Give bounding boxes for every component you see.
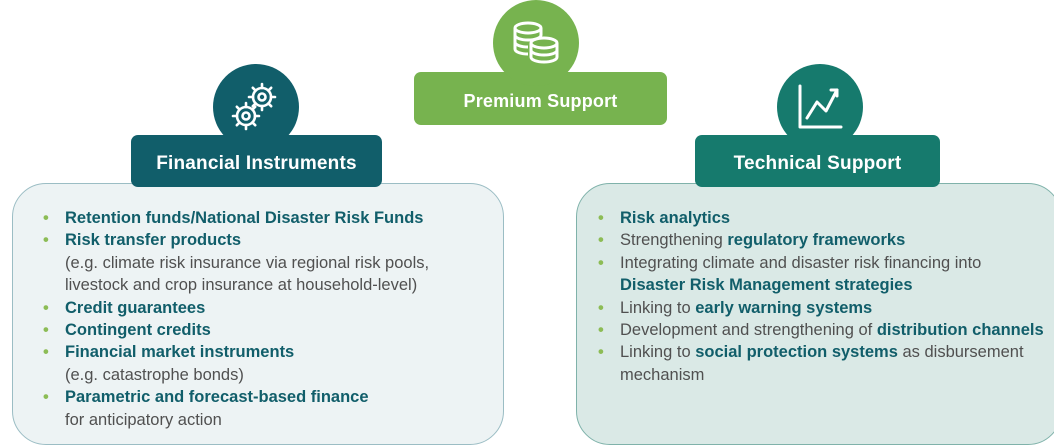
list-item: •Development and strengthening of distri… <box>596 319 1046 341</box>
financial-instruments-header: Financial Instruments <box>131 135 382 187</box>
list-item: •Contingent credits <box>41 319 496 341</box>
technical-support-title: Technical Support <box>733 153 902 174</box>
bullet-icon: • <box>598 343 604 362</box>
financial-instruments-list: •Retention funds/National Disaster Risk … <box>41 207 496 431</box>
bullet-icon: • <box>43 343 49 362</box>
list-item: •Credit guarantees <box>41 297 496 319</box>
premium-support-icon-circle <box>493 0 579 86</box>
bullet-icon: • <box>598 321 604 340</box>
bullet-icon: • <box>598 298 604 317</box>
list-item: •Strengthening regulatory frameworks <box>596 229 1046 251</box>
bullet-icon: • <box>598 209 604 227</box>
list-item: •Integrating climate and disaster risk f… <box>598 253 982 295</box>
bullet-icon: • <box>43 388 49 407</box>
financial-instruments-panel <box>12 183 504 445</box>
bullet-icon: • <box>43 231 49 250</box>
bullet-icon: • <box>598 231 604 250</box>
gears-icon <box>231 82 277 131</box>
line-chart-icon <box>798 84 843 129</box>
financial-instruments-title: Financial Instruments <box>156 153 357 174</box>
technical-support-list: •Risk analytics •Strengthening regulator… <box>596 207 1046 386</box>
list-item: •Retention funds/National Disaster Risk … <box>41 207 496 229</box>
list-item: •Risk transfer products(e.g. climate ris… <box>43 231 430 295</box>
premium-support-header: Premium Support <box>414 72 667 125</box>
bullet-icon: • <box>43 298 49 317</box>
bullet-icon: • <box>598 253 604 272</box>
list-item: •Risk analytics <box>596 207 1046 229</box>
bullet-icon: • <box>43 321 49 340</box>
technical-support-header: Technical Support <box>695 135 940 187</box>
coins-icon <box>513 21 559 64</box>
list-item: •Linking to early warning systems <box>596 297 1046 319</box>
bullet-icon: • <box>43 209 49 227</box>
list-item: •Financial market instruments(e.g. catas… <box>43 343 295 384</box>
list-item: •Linking to social protection systems as… <box>598 343 1024 384</box>
premium-support-title: Premium Support <box>463 91 618 111</box>
technical-support-panel <box>576 183 1054 445</box>
